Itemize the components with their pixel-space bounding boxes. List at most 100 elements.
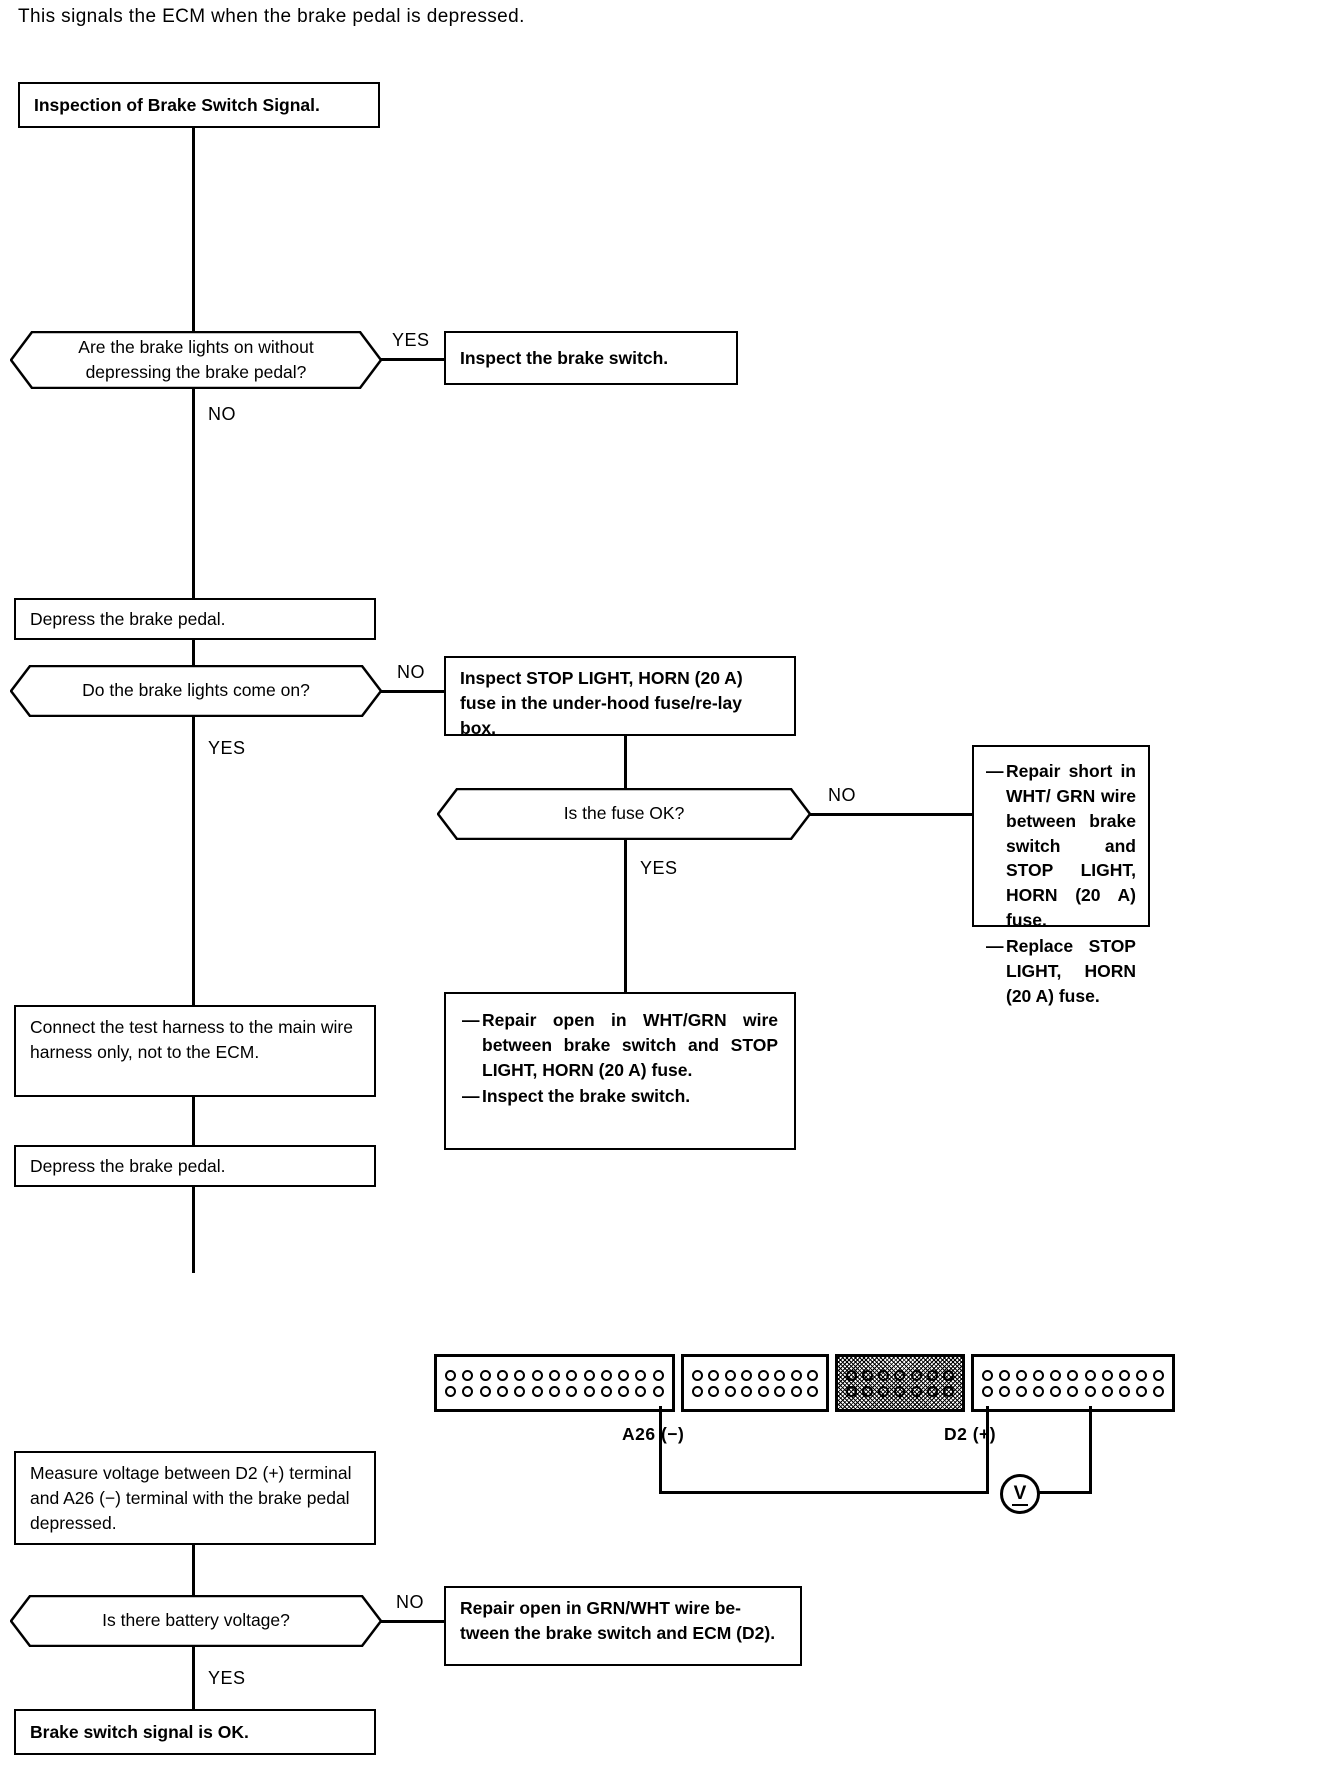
connector-pin bbox=[910, 1369, 922, 1381]
action-depress-brake-pedal-label-2: Depress the brake pedal. bbox=[30, 1155, 226, 1176]
connector-block-2 bbox=[835, 1354, 965, 1412]
connector-pin bbox=[774, 1385, 786, 1397]
connector-pin bbox=[724, 1385, 736, 1397]
connector-pin bbox=[861, 1385, 873, 1397]
connector-pin bbox=[548, 1369, 560, 1381]
repair-short-box: — Repair short in WHT/ GRN wire between … bbox=[972, 745, 1150, 1006]
connector-pin bbox=[1101, 1385, 1113, 1397]
connector-pin bbox=[531, 1385, 543, 1397]
connector-pin bbox=[583, 1369, 595, 1381]
voltmeter-icon: V bbox=[1000, 1474, 1040, 1514]
connector-pin bbox=[790, 1369, 802, 1381]
action-inspect-fuse-label: Inspect STOP LIGHT, HORN (20 A) fuse in … bbox=[460, 668, 743, 738]
connector-pin bbox=[1101, 1369, 1113, 1381]
connector-block-3 bbox=[971, 1354, 1175, 1412]
connector-pin bbox=[741, 1369, 753, 1381]
branch-label-yes-2: YES bbox=[208, 738, 246, 758]
connector-pin bbox=[445, 1385, 457, 1397]
decision-do-brake-lights-come-on: Do the brake lights come on? bbox=[10, 665, 382, 717]
connector-pin bbox=[708, 1385, 720, 1397]
repair-short-item-1: Replace STOP LIGHT, HORN (20 A) fuse. bbox=[1006, 935, 1136, 1006]
list-item: — Replace STOP LIGHT, HORN (20 A) fuse. bbox=[986, 934, 1136, 1009]
connector-pin bbox=[635, 1369, 647, 1381]
connector-pin bbox=[618, 1369, 630, 1381]
connector-pin bbox=[845, 1385, 857, 1397]
connector-pin bbox=[999, 1369, 1011, 1381]
action-connect-test-harness-label: Connect the test harness to the main wir… bbox=[30, 1017, 353, 1062]
connector-pin bbox=[635, 1385, 647, 1397]
action-connect-test-harness-box: Connect the test harness to the main wir… bbox=[14, 1005, 376, 1097]
connector-pin bbox=[807, 1385, 819, 1397]
branch-label-yes-4: YES bbox=[208, 1668, 246, 1688]
repair-open-grnwht-label: Repair open in GRN/WHT wire be-tween the… bbox=[460, 1598, 776, 1643]
connector-pin-row bbox=[979, 1369, 1167, 1381]
action-depress-brake-pedal-box-1: Depress the brake pedal. bbox=[14, 598, 376, 640]
connector-line bbox=[192, 1647, 195, 1709]
connector-pin bbox=[878, 1369, 890, 1381]
action-inspect-brake-switch-label: Inspect the brake switch. bbox=[460, 347, 669, 368]
connector-pin bbox=[927, 1385, 939, 1397]
dash-bullet-icon: — bbox=[462, 1085, 480, 1106]
connector-pin bbox=[652, 1369, 664, 1381]
branch-label-yes-3: YES bbox=[640, 858, 678, 878]
connector-pin bbox=[1016, 1369, 1028, 1381]
page-intro-text: This signals the ECM when the brake peda… bbox=[18, 6, 525, 27]
terminal-label-negative: A26 (−) bbox=[622, 1424, 685, 1444]
dash-bullet-icon: — bbox=[986, 935, 1004, 956]
connector-pin bbox=[479, 1385, 491, 1397]
hexagon-shape bbox=[10, 1595, 382, 1647]
connector-pin bbox=[807, 1369, 819, 1381]
connector-pin bbox=[691, 1369, 703, 1381]
connector-pin bbox=[943, 1385, 955, 1397]
ecm-connector-diagram bbox=[434, 1354, 1175, 1412]
branch-label-yes-1: YES bbox=[392, 330, 430, 350]
connector-pin bbox=[514, 1385, 526, 1397]
connector-pin bbox=[1084, 1369, 1096, 1381]
meter-lead-positive-horizontal bbox=[1032, 1491, 1092, 1494]
connector-pin bbox=[1050, 1385, 1062, 1397]
connector-pin bbox=[982, 1369, 994, 1381]
connector-pin-row bbox=[979, 1385, 1167, 1397]
hexagon-shape bbox=[10, 331, 382, 389]
action-depress-brake-pedal-box-2: Depress the brake pedal. bbox=[14, 1145, 376, 1187]
connector-pin bbox=[845, 1369, 857, 1381]
repair-short-item-0: Repair short in WHT/ GRN wire between br… bbox=[1006, 761, 1136, 931]
connector-pin bbox=[1152, 1369, 1164, 1381]
connector-line bbox=[192, 717, 195, 1005]
meter-lead-negative-horizontal bbox=[659, 1491, 989, 1494]
connector-pin bbox=[600, 1385, 612, 1397]
connector-pin bbox=[790, 1385, 802, 1397]
flow-title-box: Inspection of Brake Switch Signal. bbox=[18, 82, 380, 128]
repair-open-grnwht-box: Repair open in GRN/WHT wire be-tween the… bbox=[444, 1586, 802, 1666]
connector-line bbox=[624, 736, 627, 788]
connector-pin bbox=[1118, 1369, 1130, 1381]
connector-block-1 bbox=[681, 1354, 829, 1412]
list-item: — Repair short in WHT/ GRN wire between … bbox=[986, 759, 1136, 933]
connector-pin bbox=[531, 1369, 543, 1381]
decision-is-fuse-ok: Is the fuse OK? bbox=[437, 788, 811, 840]
connector-pin bbox=[583, 1385, 595, 1397]
connector-pin bbox=[1152, 1385, 1164, 1397]
connector-line bbox=[381, 358, 446, 361]
connector-pin bbox=[1033, 1385, 1045, 1397]
connector-pin bbox=[741, 1385, 753, 1397]
connector-pin bbox=[894, 1369, 906, 1381]
connector-pin-row bbox=[689, 1385, 821, 1397]
connector-pin bbox=[943, 1369, 955, 1381]
branch-label-no-4: NO bbox=[396, 1592, 424, 1612]
flow-title-label: Inspection of Brake Switch Signal. bbox=[34, 94, 320, 115]
meter-lead-positive-vertical bbox=[986, 1406, 989, 1494]
connector-pin bbox=[999, 1385, 1011, 1397]
connector-line bbox=[192, 640, 195, 665]
connector-line bbox=[192, 1545, 195, 1595]
connector-line bbox=[192, 389, 195, 598]
decision4-label: Is there battery voltage? bbox=[102, 1610, 290, 1631]
connector-pin-row bbox=[689, 1369, 821, 1381]
connector-pin-row bbox=[442, 1385, 667, 1397]
connector-pin bbox=[757, 1369, 769, 1381]
list-item: — Repair open in WHT/GRN wire between br… bbox=[462, 1008, 778, 1083]
repair-short-list: — Repair short in WHT/ GRN wire between … bbox=[986, 759, 1136, 1009]
result-brake-switch-ok-label: Brake switch signal is OK. bbox=[30, 1721, 249, 1742]
action-inspect-brake-switch-box: Inspect the brake switch. bbox=[444, 331, 738, 385]
result-brake-switch-ok-box: Brake switch signal is OK. bbox=[14, 1709, 376, 1755]
